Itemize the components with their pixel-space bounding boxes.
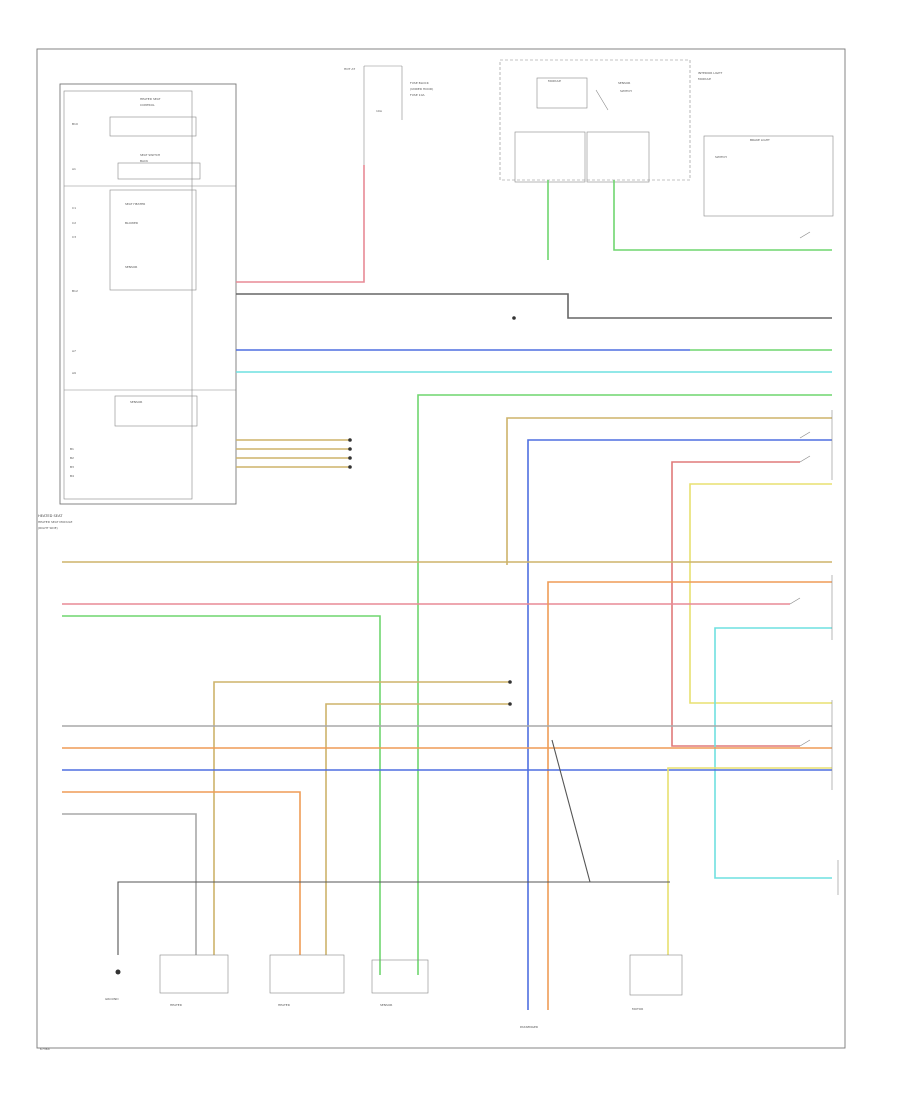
svg-text:B10: B10: [72, 122, 78, 126]
svg-text:BRAKE LIGHT: BRAKE LIGHT: [750, 138, 770, 142]
connector-dots: [115, 316, 516, 975]
svg-text:INTERIOR LIGHT: INTERIOR LIGHT: [698, 71, 722, 75]
diagram-frame: [36, 48, 846, 1049]
svg-text:SENSOR: SENSOR: [380, 1003, 392, 1007]
fuse-top: HOT AT FUSE BLOCK (UNDER HOOD) FUSE 10A …: [344, 65, 433, 165]
svg-text:HEATED SEAT: HEATED SEAT: [140, 97, 161, 101]
figure-id: K7364: [40, 1047, 50, 1051]
svg-text:B1: B1: [70, 447, 74, 451]
svg-text:B2: B2: [70, 456, 74, 460]
svg-text:BLOWER: BLOWER: [125, 221, 138, 225]
svg-text:(RIGHT SIDE): (RIGHT SIDE): [38, 526, 58, 530]
interior-module: MODULE SENSOR SWITCH INTERIOR LIGHT MODU…: [499, 59, 722, 183]
svg-text:SENSOR: SENSOR: [130, 400, 142, 404]
heated-seat-control-module: HEATED SEAT CONTROL SEAT SWITCH BACK SEA…: [59, 83, 237, 505]
svg-text:A7: A7: [72, 349, 76, 353]
svg-text:(UNDER HOOD): (UNDER HOOD): [410, 87, 433, 91]
svg-text:MOTOR: MOTOR: [632, 1007, 643, 1011]
svg-text:SWITCH: SWITCH: [715, 155, 727, 159]
svg-text:GROUND: GROUND: [105, 997, 119, 1001]
switch-symbols: [789, 231, 839, 895]
svg-text:C2: C2: [72, 221, 76, 225]
svg-text:B3: B3: [70, 465, 74, 469]
svg-text:A9: A9: [72, 371, 76, 375]
wires: [62, 165, 832, 1010]
bottom-components: GROUND HEATER HEATER SENSOR PASSENGER MO…: [105, 954, 683, 1029]
svg-text:HEATER: HEATER: [278, 1003, 290, 1007]
svg-text:C3: C3: [72, 235, 76, 239]
svg-text:FUSE 10A: FUSE 10A: [410, 93, 425, 97]
svg-text:MODULE: MODULE: [698, 77, 711, 81]
svg-text:HEATED SEAT MODULE: HEATED SEAT MODULE: [38, 520, 72, 524]
svg-text:SEAT HEATER: SEAT HEATER: [125, 202, 145, 206]
svg-text:MODULE: MODULE: [548, 79, 561, 83]
svg-text:SWITCH: SWITCH: [620, 89, 632, 93]
svg-text:SEAT SWITCH: SEAT SWITCH: [140, 153, 160, 157]
svg-text:PASSENGER: PASSENGER: [520, 1025, 538, 1029]
svg-text:C1: C1: [72, 206, 76, 210]
svg-text:SENSOR: SENSOR: [618, 81, 630, 85]
svg-text:HOT AT: HOT AT: [344, 67, 355, 71]
svg-text:SENSOR: SENSOR: [125, 265, 137, 269]
svg-text:FUSE BLOCK: FUSE BLOCK: [410, 81, 430, 85]
svg-text:CONTROL: CONTROL: [140, 103, 155, 107]
svg-text:B12: B12: [72, 289, 78, 293]
svg-text:BACK: BACK: [140, 159, 149, 163]
svg-text:10A: 10A: [376, 109, 383, 113]
brake-switch-box: BRAKE LIGHT SWITCH: [703, 135, 834, 217]
svg-text:A1: A1: [72, 167, 76, 171]
svg-text:HEATER: HEATER: [170, 1003, 182, 1007]
svg-text:B4: B4: [70, 474, 74, 478]
module-caption: HEATED SEAT: [38, 514, 63, 518]
